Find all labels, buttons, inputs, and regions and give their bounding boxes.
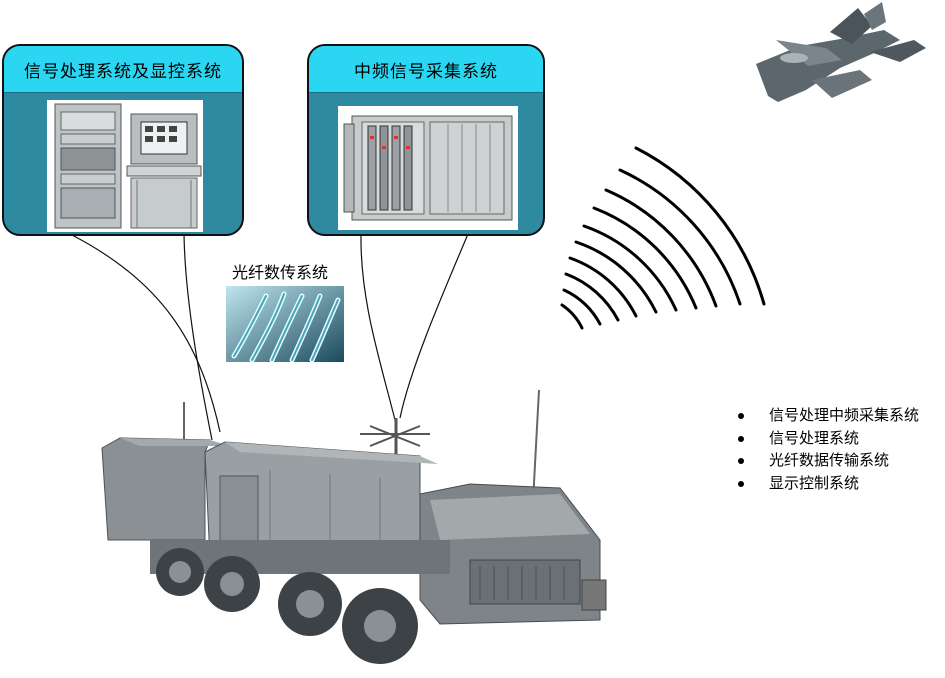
bullet-icon [738, 480, 744, 487]
feature-list: 信号处理中频采集系统 信号处理系统 光纤数据传输系统 显示控制系统 [736, 404, 919, 494]
callout-title-left: 信号处理系统及显控系统 [4, 46, 242, 93]
connector-right-b [399, 233, 469, 419]
connector-left-b [183, 233, 213, 441]
if-signal-acquisition-callout: 中频信号采集系统 [307, 44, 545, 236]
bullet-icon [738, 458, 744, 464]
equipment-cabinet-photo [47, 100, 203, 232]
bullet-icon [738, 413, 744, 419]
fiber-system-label: 光纤数传系统 [232, 263, 329, 282]
feature-text: 信号处理系统 [769, 428, 860, 447]
bullet-icon [738, 435, 744, 442]
feature-text: 光纤数据传输系统 [769, 451, 890, 469]
feature-text: 显示控制系统 [769, 473, 860, 492]
list-item: 信号处理中频采集系统 [736, 404, 919, 427]
acquisition-chassis-photo [338, 106, 518, 230]
connector-left-a [69, 233, 221, 433]
list-item: 信号处理系统 [736, 427, 919, 450]
feature-text: 信号处理中频采集系统 [769, 406, 920, 424]
list-item: 显示控制系统 [736, 472, 919, 495]
fiber-optic-photo [226, 286, 344, 363]
list-item: 光纤数据传输系统 [736, 449, 919, 472]
signal-processing-display-callout: 信号处理系统及显控系统 [2, 44, 244, 236]
connector-right-a [360, 233, 396, 421]
callout-title-right: 中频信号采集系统 [309, 46, 543, 93]
